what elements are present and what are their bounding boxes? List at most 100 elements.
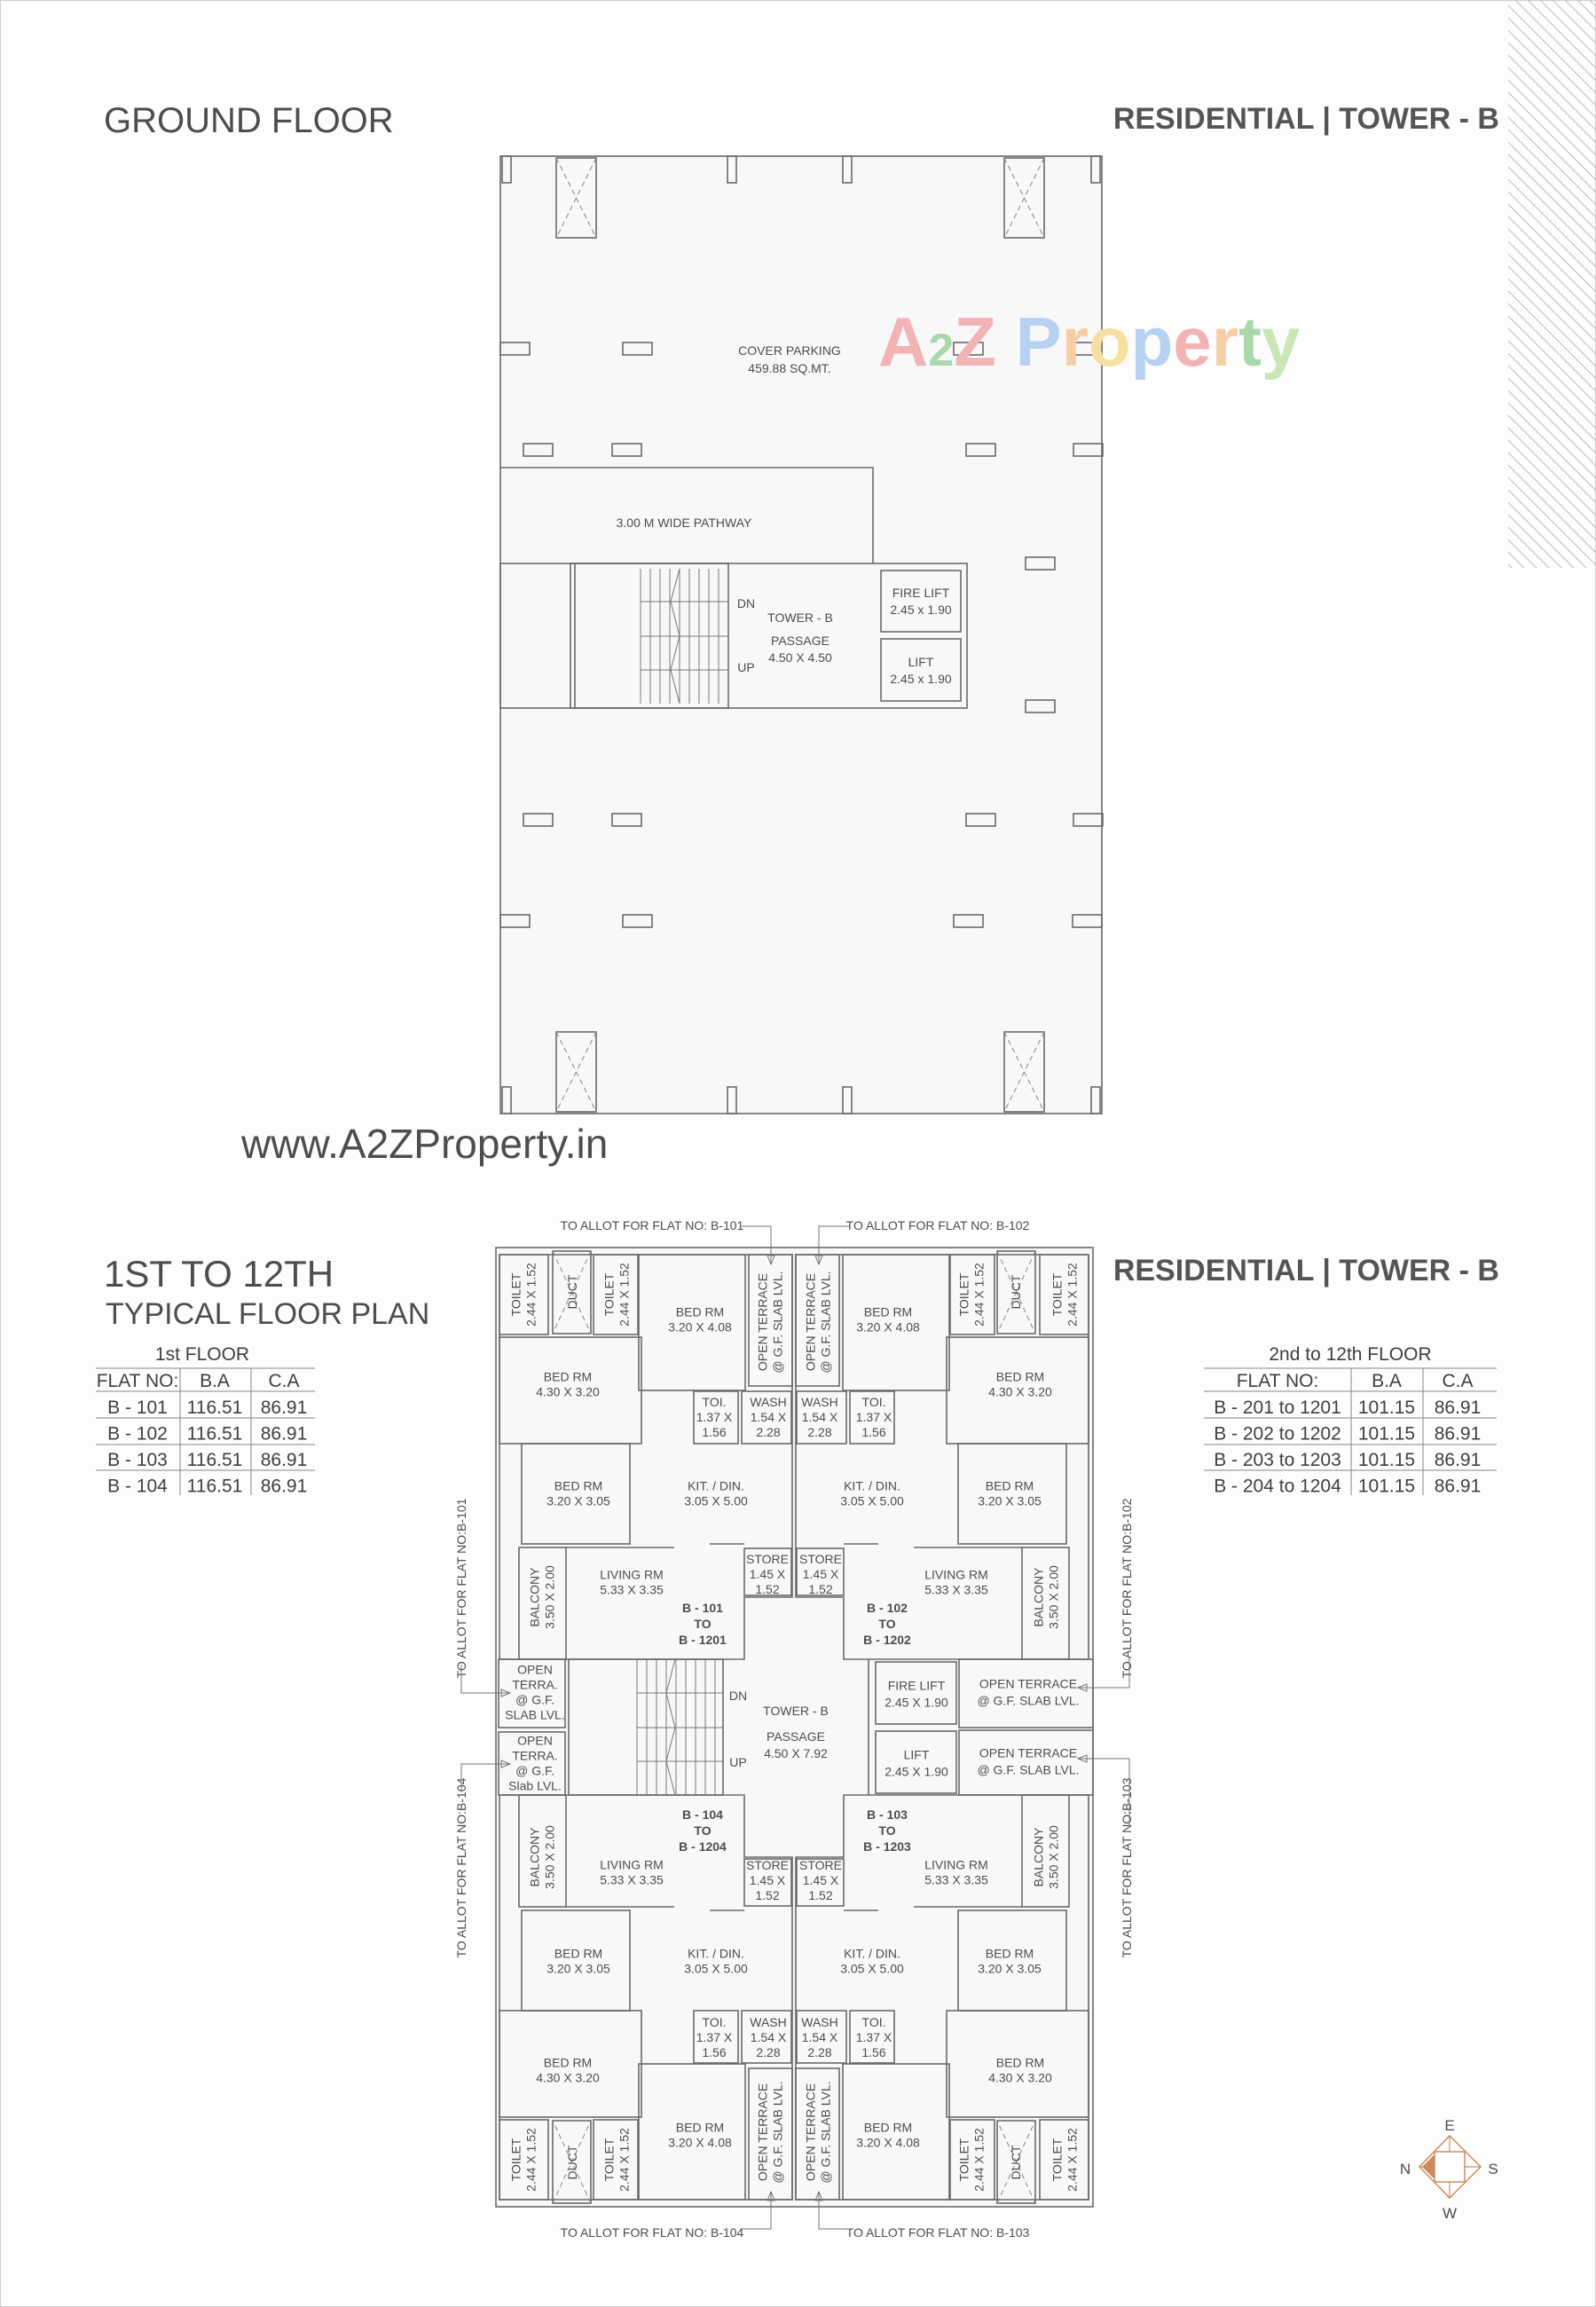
table-cell: B - 103 <box>107 1450 168 1470</box>
flat-number-label: TO <box>878 1823 895 1838</box>
flat-number-label: B - 103 <box>867 1807 908 1822</box>
bed-room-large <box>638 2063 746 2201</box>
allot-note-vertical: TO ALLOT FOR FLAT NO:B-102 <box>1120 1498 1134 1678</box>
table-header: C.A <box>1442 1371 1473 1391</box>
wash-label: WASH <box>750 1395 786 1409</box>
wash <box>796 1390 847 1445</box>
flat-number-label: B - 1204 <box>679 1839 727 1854</box>
typical-title-line1: 1ST TO 12TH <box>104 1253 334 1295</box>
balcony-label: BALCONY <box>1032 1827 1046 1887</box>
toilet-label: 2.44 X 1.52 <box>1065 2128 1080 2192</box>
table-cell: 86.91 <box>1435 1450 1482 1470</box>
toilet-label: 2.44 X 1.52 <box>617 2128 632 2192</box>
store-label: 1.52 <box>808 1888 832 1902</box>
flat-number-label: TO <box>694 1617 711 1631</box>
store-label: STORE <box>746 1552 789 1566</box>
open-terra-label: TERRA. <box>512 1749 557 1763</box>
kitchen-label: 3.05 X 5.00 <box>840 1494 904 1508</box>
store <box>743 1547 792 1596</box>
logo-letter: e <box>1173 303 1211 381</box>
flat-quadrant <box>499 1250 793 1660</box>
bed-room-label: BED RM <box>544 2056 592 2070</box>
column <box>611 443 642 457</box>
toilet-label: TOILET <box>509 1272 523 1316</box>
hatch-line <box>1508 4 1596 94</box>
duct-cross <box>555 1031 597 1113</box>
toi-label: TOI. <box>703 2015 727 2029</box>
compass-west: W <box>1443 2205 1457 2222</box>
duct-cross <box>552 2120 592 2204</box>
hatch-line <box>1508 464 1596 554</box>
column <box>1025 556 1056 571</box>
compass-square <box>1434 2151 1466 2183</box>
bed-room-label: 3.20 X 3.05 <box>546 1962 610 1976</box>
column <box>499 914 531 928</box>
open-terrace <box>795 1254 840 1387</box>
table-cell: 101.15 <box>1358 1424 1415 1445</box>
hatch-line <box>1508 315 1596 405</box>
bed-room-label: BED RM <box>864 2121 912 2135</box>
table-header: B.A <box>200 1371 230 1391</box>
store-label: 1.52 <box>808 1582 832 1596</box>
column <box>622 342 653 356</box>
bed-room-label: 3.20 X 3.05 <box>978 1494 1042 1508</box>
hatch-line <box>1508 390 1596 479</box>
hatch-line <box>1508 365 1596 454</box>
bed-room-small <box>521 1909 631 2012</box>
toi-label: TOI. <box>862 2015 886 2029</box>
flat-number-label: B - 1201 <box>679 1633 727 1647</box>
duct-cross <box>1003 157 1045 239</box>
toi-label: 1.56 <box>702 2045 726 2059</box>
open-terrace-label: @ G.F. SLAB LVL. <box>977 1694 1079 1708</box>
logo-letter: P <box>1016 303 1062 381</box>
hatch-line <box>1508 228 1596 318</box>
store-label: STORE <box>799 1858 842 1872</box>
allot-arrow <box>460 1763 510 1792</box>
north-pointer-icon <box>1422 2154 1435 2179</box>
hatch-line <box>1508 476 1596 566</box>
kitchen-label: 3.05 X 5.00 <box>840 1962 904 1976</box>
bed-room-label: BED RM <box>676 2121 724 2135</box>
column <box>501 155 512 184</box>
logo-letter: y <box>1262 303 1300 381</box>
ground-floor-plan: COVER PARKING 459.88 SQ.MT. 3.00 M WIDE … <box>499 155 1104 1114</box>
toilet-2 <box>949 2119 995 2201</box>
table-cell: 86.91 <box>261 1476 308 1497</box>
hatch-line <box>1514 0 1596 82</box>
arrow-head-icon <box>500 1760 512 1768</box>
column <box>1025 699 1056 713</box>
bed-room-label: BED RM <box>554 1947 602 1961</box>
balcony-label: 3.50 X 2.00 <box>1047 1565 1061 1629</box>
bed-room-small <box>521 1443 631 1545</box>
toilet-1 <box>499 1254 549 1335</box>
column <box>953 342 984 356</box>
open-terrace-label: OPEN TERRACE <box>756 2083 770 2181</box>
ground-floor-title: GROUND FLOOR <box>104 101 394 140</box>
balcony-label: 3.50 X 2.00 <box>543 1565 557 1629</box>
bed-room-label: BED RM <box>554 1479 602 1493</box>
toilet-label: 2.44 X 1.52 <box>524 2128 539 2192</box>
hatch-line <box>1508 178 1596 268</box>
stair-treads <box>640 568 729 705</box>
allot-note: TO ALLOT FOR FLAT NO: B-101 <box>561 1218 744 1232</box>
hatch-line <box>1508 129 1596 218</box>
living-room-label: LIVING RM <box>924 1568 988 1582</box>
bed-room-label: BED RM <box>996 1370 1044 1384</box>
column <box>1090 1086 1101 1114</box>
table-cell: B - 203 to 1203 <box>1214 1450 1341 1470</box>
hatch-line <box>1508 303 1596 392</box>
bed-room-large <box>638 1254 746 1391</box>
hatch-line <box>1508 67 1596 156</box>
toi-label: TOI. <box>862 1395 886 1409</box>
arrow-head-icon <box>814 2190 823 2201</box>
fire-lift-label: 2.45 X 1.90 <box>884 1696 948 1710</box>
toi <box>849 2010 895 2064</box>
bed-room-label: BED RM <box>986 1479 1034 1493</box>
bed-room-label: BED RM <box>996 2056 1044 2070</box>
bed-room-large <box>842 1254 950 1391</box>
toilet-label: TOILET <box>1050 1272 1065 1316</box>
hatch-line <box>1508 489 1587 568</box>
living-room-label: 5.33 X 3.35 <box>924 1873 988 1887</box>
